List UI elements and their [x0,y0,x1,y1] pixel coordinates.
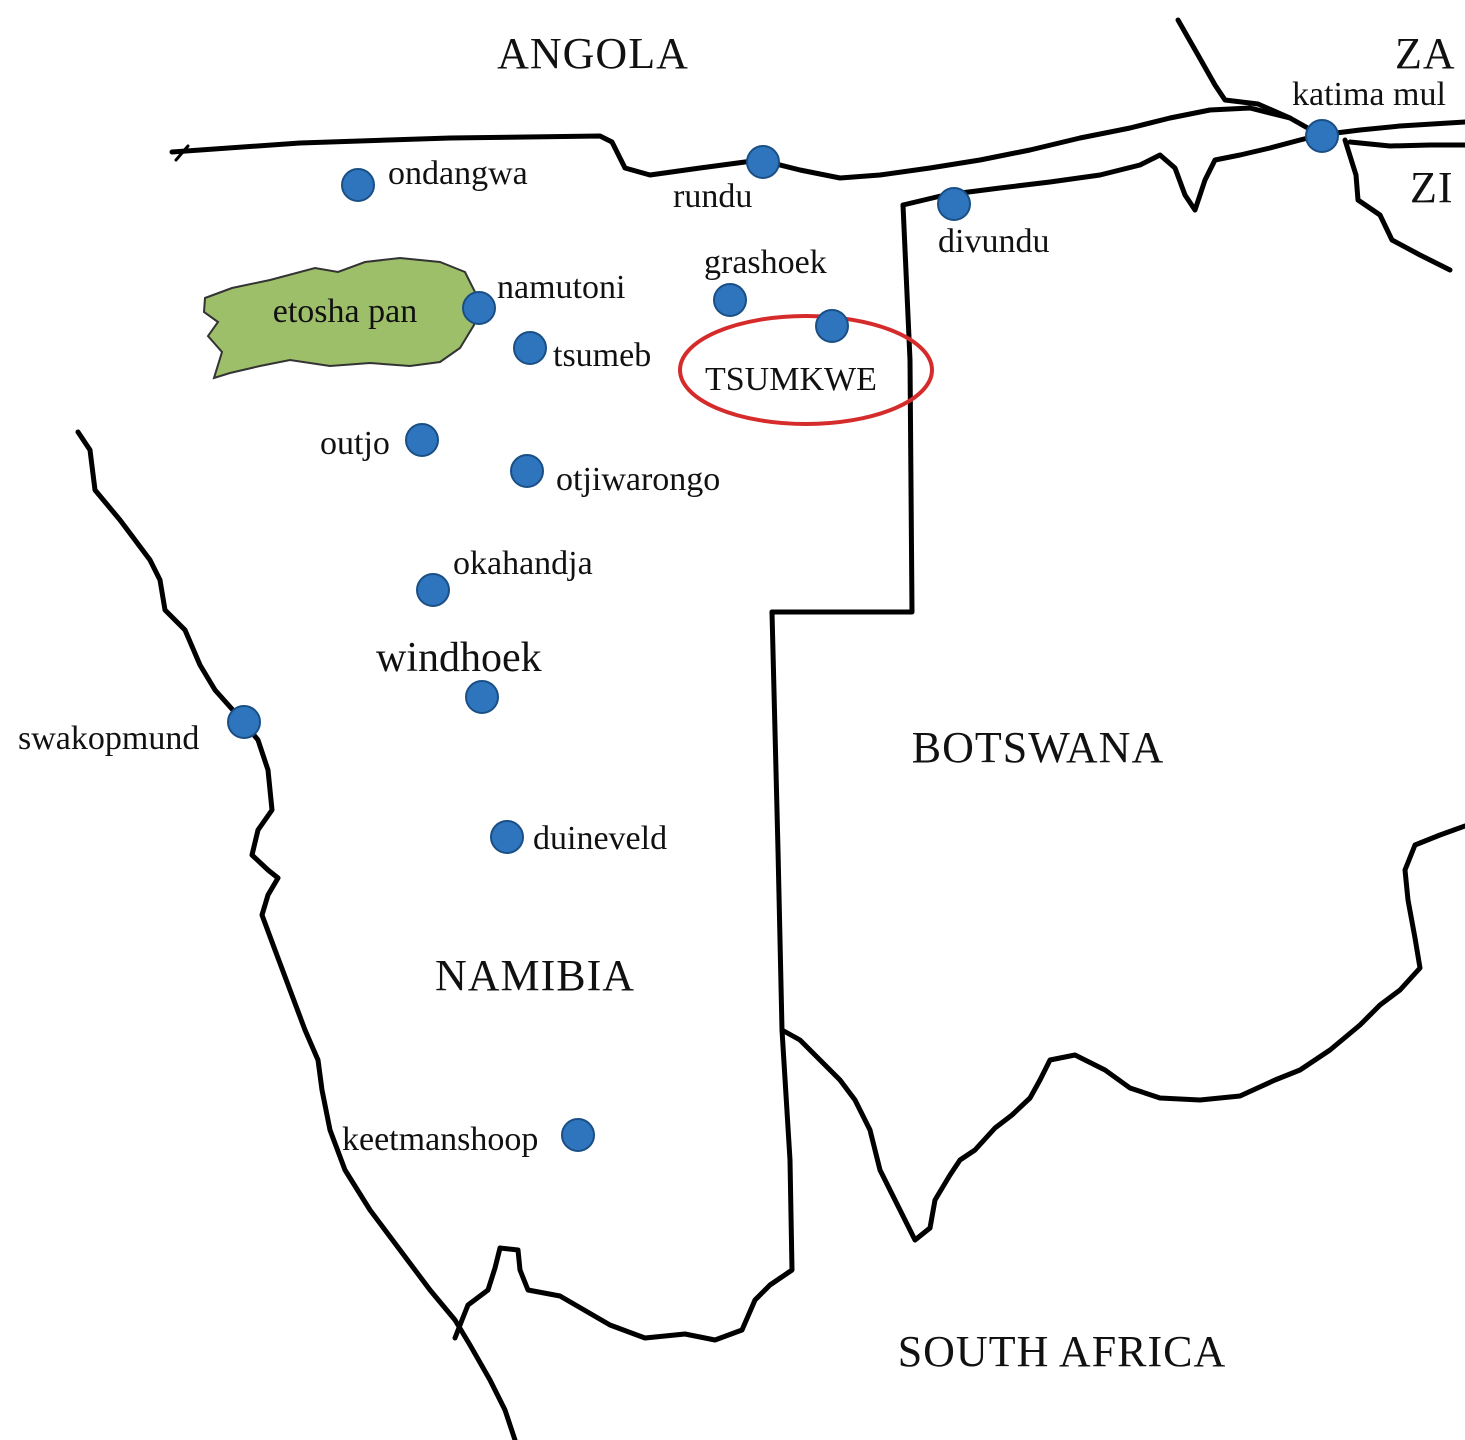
border-namibia-angola [169,105,1323,181]
town-label-okahandja: okahandja [453,545,593,582]
country-label-zambia: ZA [1395,29,1456,78]
town-marker-okahandja[interactable] [416,573,450,607]
town-marker-windhoek[interactable] [465,680,499,714]
town-label-tsumeb: tsumeb [553,337,651,374]
town-marker-divundu[interactable] [937,187,971,221]
town-marker-grashoek[interactable] [713,283,747,317]
town-marker-keetmanshoop[interactable] [561,1118,595,1152]
border-zambia-west [1175,17,1293,121]
town-label-keetmanshoop: keetmanshoop [342,1121,538,1158]
town-label-outjo: outjo [320,425,390,462]
border-zambia-east [1317,119,1465,138]
town-markers [227,119,1339,1152]
town-label-rundu: rundu [673,178,752,215]
country-label-namibia: NAMIBIA [435,951,635,1000]
town-label-tsumkwe: TSUMKWE [705,361,877,398]
town-marker-ondangwa[interactable] [341,168,375,202]
town-label-katima-mulilo: katima mul [1292,76,1446,113]
border-namibia-botswana-south [452,609,795,1343]
border-botswana-southafrica [779,823,1465,1243]
town-marker-duineveld[interactable] [490,820,524,854]
town-marker-rundu[interactable] [746,145,780,179]
town-label-windhoek: windhoek [376,635,542,681]
town-marker-katima-mulilo[interactable] [1305,119,1339,153]
town-marker-outjo[interactable] [405,423,439,457]
town-label-divundu: divundu [938,223,1049,260]
country-label-zimbabwe: ZI [1410,163,1454,212]
etosha-pan-label: etosha pan [273,293,417,330]
border-small-tick [174,144,190,162]
tsumkwe-highlight-ring [678,314,934,426]
town-marker-tsumeb[interactable] [513,331,547,365]
town-label-swakopmund: swakopmund [18,720,199,757]
border-coast [75,429,518,1440]
town-label-ondangwa: ondangwa [388,155,528,192]
border-botswana-zimbabwe [1342,137,1453,273]
town-marker-otjiwarongo[interactable] [510,454,544,488]
etosha-pan-shape [202,256,480,380]
town-label-otjiwarongo: otjiwarongo [556,461,720,498]
town-label-namutoni: namutoni [497,269,625,306]
country-label-angola: ANGOLA [497,29,689,78]
border-zimbabwe-north [1347,139,1465,149]
border-namibia-botswana-north [769,202,915,615]
town-marker-namutoni[interactable] [462,291,496,325]
country-label-south-africa: SOUTH AFRICA [898,1327,1227,1376]
town-marker-tsumkwe[interactable] [815,309,849,343]
border-caprivi-south [900,132,1323,213]
country-label-botswana: BOTSWANA [912,723,1164,772]
town-marker-swakopmund[interactable] [227,705,261,739]
town-label-grashoek: grashoek [704,244,827,281]
town-label-duineveld: duineveld [533,820,667,857]
